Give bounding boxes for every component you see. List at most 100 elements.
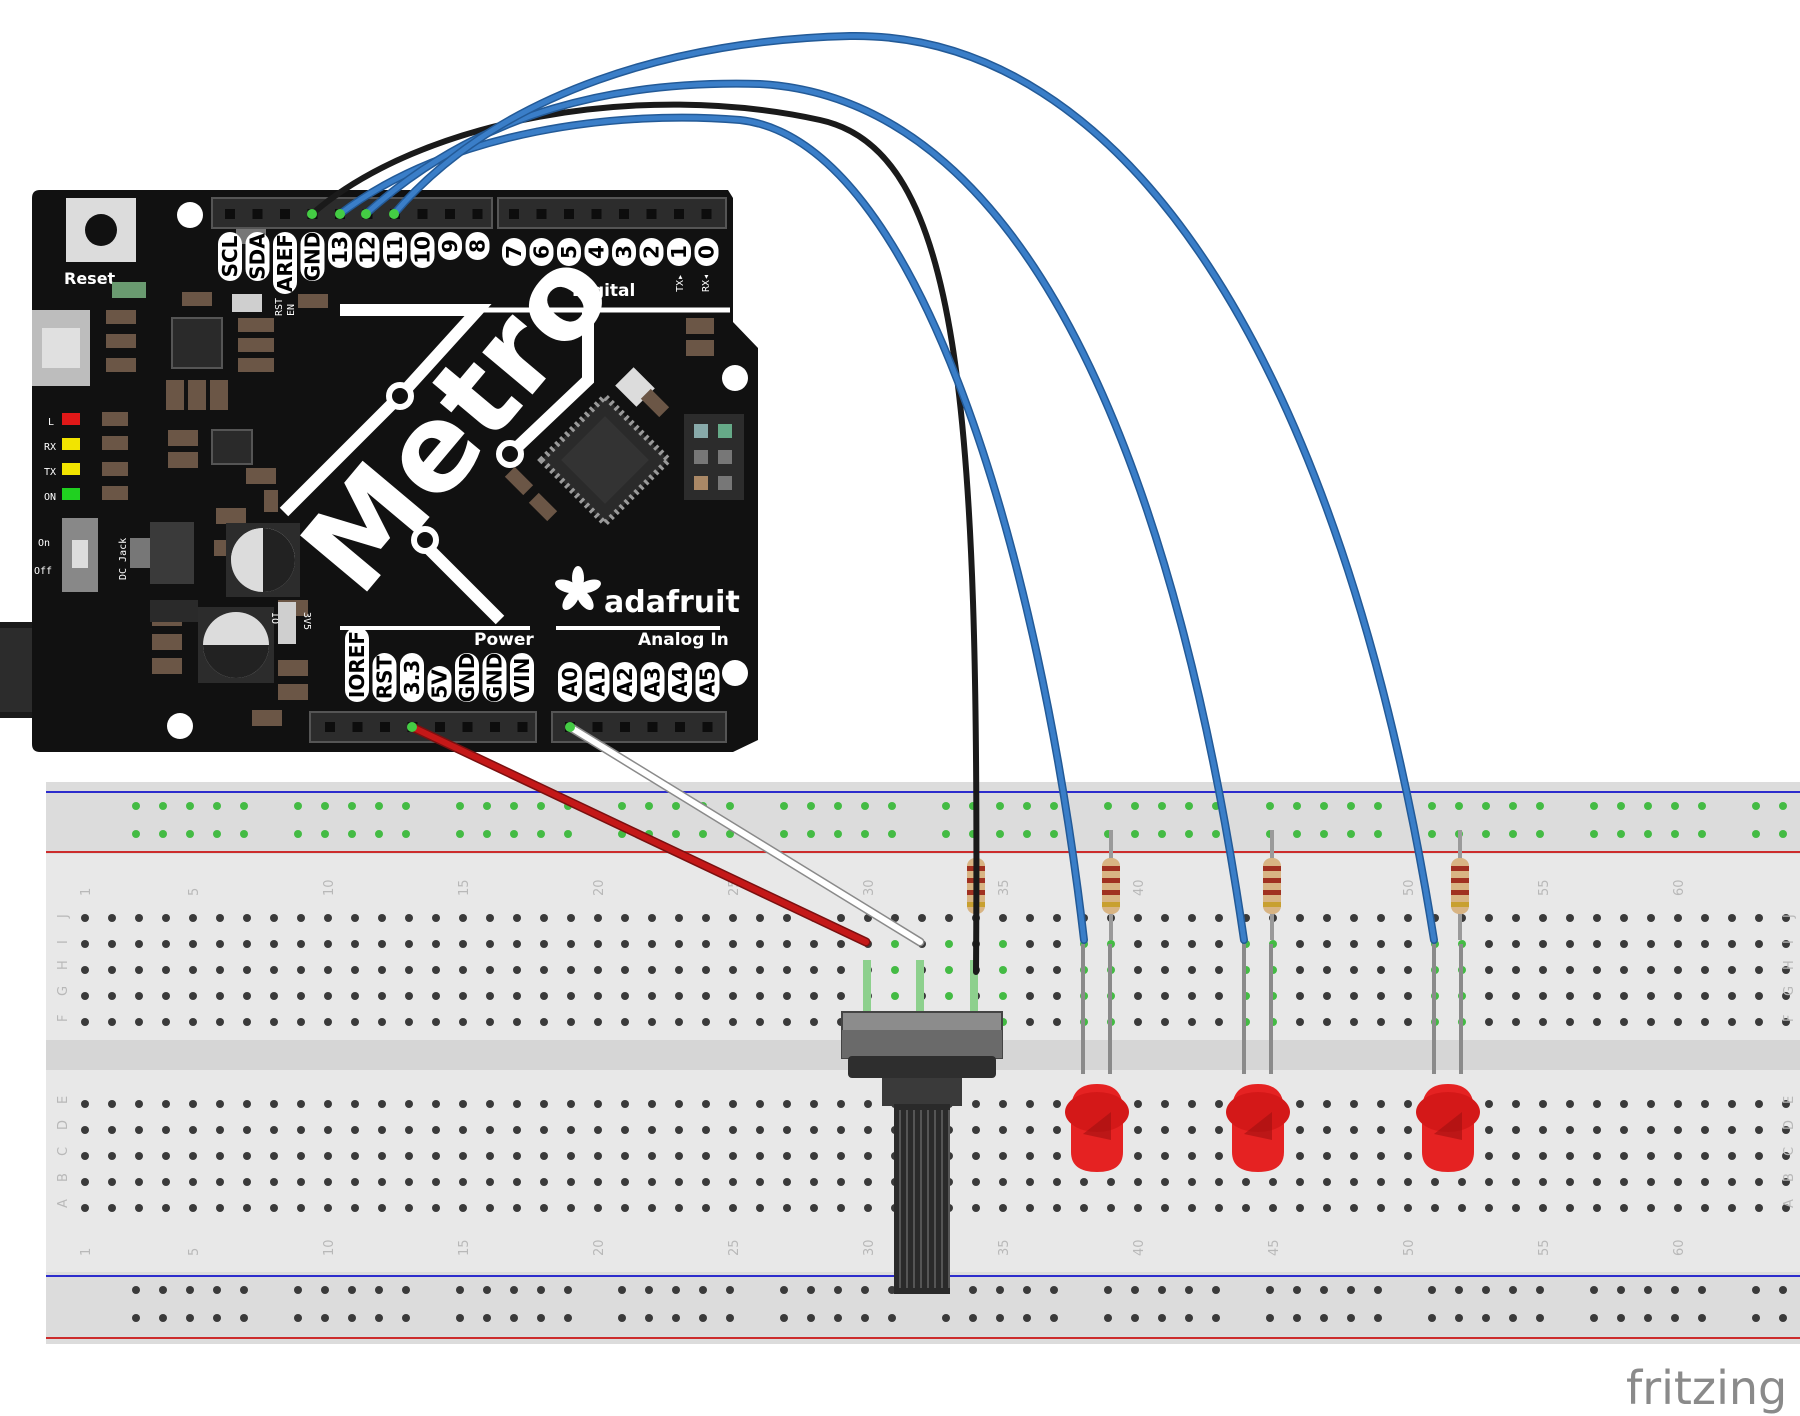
rail-hole[interactable] [672,1286,680,1294]
breadboard-hole[interactable] [1701,1152,1709,1160]
breadboard-hole[interactable] [1593,940,1601,948]
breadboard-hole[interactable] [1539,992,1547,1000]
breadboard-hole[interactable] [1728,1204,1736,1212]
breadboard-hole[interactable] [486,966,494,974]
breadboard-hole[interactable] [540,1018,548,1026]
breadboard-hole[interactable] [1647,1100,1655,1108]
rail-hole[interactable] [942,1314,950,1322]
breadboard-hole[interactable] [405,940,413,948]
breadboard-hole[interactable] [1782,940,1790,948]
breadboard-hole[interactable] [1728,914,1736,922]
rail-hole[interactable] [1779,1286,1787,1294]
rail-hole[interactable] [1131,1314,1139,1322]
breadboard-hole[interactable] [351,1018,359,1026]
rail-hole[interactable] [1158,802,1166,810]
header-hole[interactable] [591,209,602,219]
breadboard-hole[interactable] [1161,940,1169,948]
breadboard-hole[interactable] [1593,992,1601,1000]
breadboard-hole[interactable] [837,1100,845,1108]
breadboard-hole[interactable] [1512,1178,1520,1186]
breadboard-hole[interactable] [1026,1178,1034,1186]
rail-hole[interactable] [240,830,248,838]
breadboard-hole[interactable] [1485,1126,1493,1134]
breadboard-hole[interactable] [135,1018,143,1026]
breadboard-hole[interactable] [729,966,737,974]
rail-hole[interactable] [1644,1286,1652,1294]
breadboard-hole[interactable] [378,1018,386,1026]
breadboard-hole[interactable] [783,940,791,948]
breadboard-hole[interactable] [1323,966,1331,974]
breadboard-hole[interactable] [1134,914,1142,922]
breadboard-hole[interactable] [297,992,305,1000]
breadboard-hole[interactable] [1215,1126,1223,1134]
rail-hole[interactable] [942,830,950,838]
breadboard-hole[interactable] [243,1178,251,1186]
breadboard-hole[interactable] [1566,1152,1574,1160]
breadboard-hole[interactable] [81,940,89,948]
breadboard-hole[interactable] [270,992,278,1000]
breadboard-hole[interactable] [648,914,656,922]
breadboard-hole[interactable] [405,1152,413,1160]
rail-hole[interactable] [510,830,518,838]
breadboard-hole[interactable] [945,992,953,1000]
breadboard-hole[interactable] [216,1204,224,1212]
breadboard-hole[interactable] [1647,940,1655,948]
breadboard-hole[interactable] [243,1126,251,1134]
rail-hole[interactable] [1185,1286,1193,1294]
breadboard-hole[interactable] [756,1152,764,1160]
breadboard-hole[interactable] [486,1152,494,1160]
breadboard-hole[interactable] [1782,1100,1790,1108]
breadboard-hole[interactable] [162,940,170,948]
breadboard-hole[interactable] [567,1178,575,1186]
header-hole[interactable] [472,209,483,219]
breadboard-hole[interactable] [1674,1178,1682,1186]
rail-hole[interactable] [510,802,518,810]
rail-hole[interactable] [1212,1314,1220,1322]
rail-hole[interactable] [1698,802,1706,810]
breadboard-hole[interactable] [810,940,818,948]
breadboard-hole[interactable] [783,966,791,974]
breadboard-hole[interactable] [216,940,224,948]
breadboard-hole[interactable] [1377,914,1385,922]
rail-hole[interactable] [1266,1286,1274,1294]
breadboard-hole[interactable] [243,1100,251,1108]
breadboard-hole[interactable] [1782,966,1790,974]
breadboard-hole[interactable] [351,1178,359,1186]
breadboard-hole[interactable] [1539,1126,1547,1134]
breadboard-hole[interactable] [648,1152,656,1160]
breadboard-hole[interactable] [621,1152,629,1160]
breadboard-hole[interactable] [1512,1126,1520,1134]
breadboard-hole[interactable] [756,966,764,974]
breadboard-hole[interactable] [675,966,683,974]
rail-hole[interactable] [537,830,545,838]
rail-hole[interactable] [1185,830,1193,838]
rail-hole[interactable] [618,802,626,810]
rail-hole[interactable] [672,802,680,810]
breadboard-hole[interactable] [1512,1204,1520,1212]
breadboard-hole[interactable] [1134,992,1142,1000]
breadboard-hole[interactable] [1188,1100,1196,1108]
breadboard-hole[interactable] [1674,992,1682,1000]
breadboard-hole[interactable] [729,1126,737,1134]
breadboard-hole[interactable] [1323,1204,1331,1212]
breadboard-hole[interactable] [378,1152,386,1160]
breadboard-hole[interactable] [567,940,575,948]
breadboard-hole[interactable] [1485,940,1493,948]
red-led[interactable] [1416,944,1480,1172]
breadboard-hole[interactable] [81,1126,89,1134]
breadboard-hole[interactable] [405,1204,413,1212]
rail-hole[interactable] [699,1286,707,1294]
breadboard-hole[interactable] [1782,992,1790,1000]
breadboard-hole[interactable] [1593,1204,1601,1212]
breadboard-hole[interactable] [1485,914,1493,922]
header-hole[interactable] [646,209,657,219]
rail-hole[interactable] [1320,802,1328,810]
rail-hole[interactable] [483,1286,491,1294]
breadboard-hole[interactable] [729,1018,737,1026]
breadboard-hole[interactable] [1566,940,1574,948]
rail-hole[interactable] [1671,830,1679,838]
breadboard-hole[interactable] [1458,1204,1466,1212]
rail-hole[interactable] [1185,1314,1193,1322]
breadboard-hole[interactable] [1026,1100,1034,1108]
rail-hole[interactable] [1293,830,1301,838]
